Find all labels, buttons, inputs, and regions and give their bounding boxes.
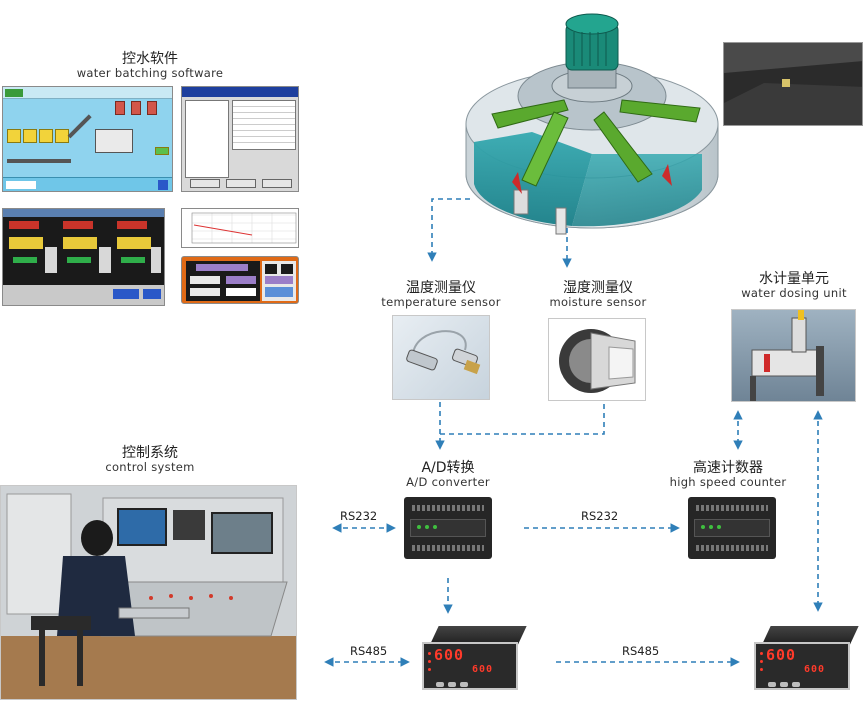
plc-indicator-panel (694, 519, 770, 550)
meter-main-reading: 600 (766, 646, 797, 664)
temperature-sensor-en: temperature sensor (381, 295, 501, 310)
panel-display (186, 261, 260, 301)
water-dosing-zh: 水计量单元 (759, 271, 829, 287)
mixer-graphic (465, 13, 719, 235)
mixer-graphic (95, 129, 133, 153)
water-dosing-en: water dosing unit (741, 286, 847, 301)
moisture-sensor-label: 湿度测量仪 moisture sensor (528, 280, 668, 309)
ad-converter-device (404, 497, 492, 559)
dialog-button (226, 179, 256, 188)
material-bin (115, 101, 125, 115)
panel-value-box (265, 287, 293, 297)
dialog-titlebar (182, 87, 298, 97)
trend-chart-graphic (191, 212, 297, 244)
software-title-zh: 控水软件 (122, 51, 178, 67)
software-trend-chart (181, 208, 299, 248)
software-multi-plant-screen (2, 208, 165, 306)
high-speed-counter-device (688, 497, 776, 559)
screen-header-bar (3, 209, 164, 217)
temperature-sensor-photo (392, 315, 490, 400)
aggregate-bin (55, 129, 69, 143)
plc-indicator-panel (410, 519, 486, 550)
dialog-button (262, 179, 292, 188)
incline-belt (67, 114, 92, 139)
mixer-inside-graphic (724, 43, 862, 125)
meter-main-reading: 600 (434, 646, 465, 664)
control-room-graphic (1, 486, 296, 699)
control-system-label: 控制系统 control system (90, 445, 210, 474)
recipe-table (232, 100, 296, 150)
digital-meter-right: 600 600 (744, 624, 859, 692)
aggregate-bin (7, 129, 21, 143)
water-dosing-label: 水计量单元 water dosing unit (726, 271, 862, 300)
software-label: 控水软件 water batching software (60, 51, 240, 80)
ad-converter-en: A/D converter (406, 475, 490, 490)
control-system-en: control system (105, 460, 195, 475)
material-bin (147, 101, 157, 115)
screen-footer (3, 177, 172, 191)
digital-meter-left: 600 600 (412, 624, 527, 692)
counter-en: high speed counter (669, 475, 787, 490)
screen-footer (3, 285, 164, 305)
temperature-sensor-zh: 温度测量仪 (406, 280, 476, 296)
status-indicator (155, 147, 169, 155)
screen-header-bar (3, 87, 172, 99)
temperature-sensor-graphic (406, 330, 481, 375)
rs232-mid-label: RS232 (581, 509, 619, 523)
mixer-illustration (452, 4, 730, 248)
software-main-screen (2, 86, 173, 192)
moisture-sensor-zh: 湿度测量仪 (563, 280, 633, 296)
arrow-right-icon (281, 264, 293, 274)
moisture-sensor-photo (548, 318, 646, 401)
ad-converter-label: A/D转换 A/D converter (398, 460, 498, 489)
control-system-photo (0, 485, 297, 700)
material-bin (131, 101, 141, 115)
footer-field (6, 181, 36, 189)
moisture-to-ad-line (440, 404, 605, 435)
mixer-inside-photo (723, 42, 863, 126)
software-recipe-dialog (181, 86, 299, 192)
arrow-left-icon (265, 264, 277, 274)
moisture-sensor-en: moisture sensor (549, 295, 647, 310)
counter-zh: 高速计数器 (693, 460, 763, 476)
rs232-left-label: RS232 (340, 509, 378, 523)
rs485-left-label: RS485 (350, 644, 388, 658)
meter-sub-reading: 600 (804, 664, 826, 675)
screen-menu-button (5, 89, 23, 97)
aggregate-bin (23, 129, 37, 143)
control-system-zh: 控制系统 (122, 445, 178, 461)
water-dosing-graphic (750, 310, 824, 401)
rs485-mid-label: RS485 (622, 644, 660, 658)
counter-label: 高速计数器 high speed counter (664, 460, 792, 489)
software-title-en: water batching software (76, 66, 224, 81)
recipe-list (185, 100, 229, 178)
footer-button (158, 180, 168, 190)
moisture-sensor-graphic (559, 329, 636, 393)
aggregate-bin (39, 129, 53, 143)
ad-converter-zh: A/D转换 (421, 460, 475, 476)
meter-sub-reading: 600 (472, 664, 494, 675)
panel-side (262, 261, 296, 301)
software-moisture-panel (181, 256, 299, 304)
dialog-button (190, 179, 220, 188)
water-dosing-photo (731, 309, 856, 402)
conveyor-belt (7, 159, 71, 163)
temperature-sensor-label: 温度测量仪 temperature sensor (368, 280, 514, 309)
panel-title-bar (196, 264, 248, 271)
